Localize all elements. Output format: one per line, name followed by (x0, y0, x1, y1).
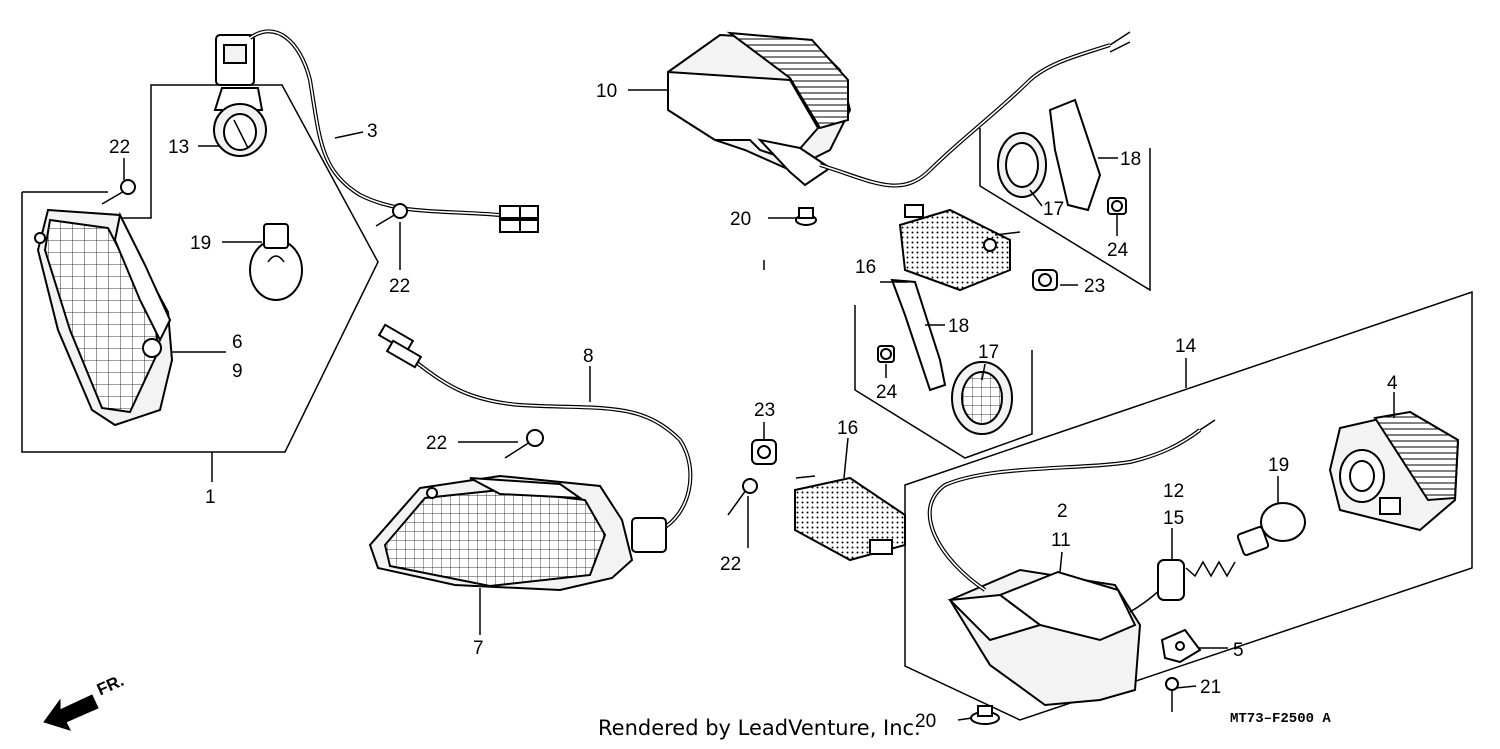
callout-labels: 1 2 3 4 5 6 7 8 9 10 11 12 13 14 15 16 1… (109, 81, 1398, 732)
nut-23-center (751, 439, 777, 465)
callout-12: 12 (1163, 481, 1184, 502)
callout-16-upper: 16 (855, 257, 876, 278)
callout-16-lower: 16 (837, 418, 858, 439)
callout-14: 14 (1175, 336, 1197, 357)
taillight-unit (368, 474, 634, 592)
front-arrow-icon (43, 694, 99, 731)
lens-2-11 (947, 568, 1142, 707)
callout-24-mid: 24 (876, 382, 898, 403)
group-outline-1 (21, 84, 379, 453)
callout-10: 10 (596, 81, 617, 102)
headlight-unit (34, 208, 174, 427)
relay-16-lower (794, 475, 906, 562)
callout-22-mid: 22 (389, 276, 410, 297)
callout-6: 6 (232, 332, 243, 353)
callout-22-taillight: 22 (426, 433, 447, 454)
screw-22-taillight (504, 429, 544, 459)
clip-5 (1160, 628, 1202, 664)
callout-4: 4 (1387, 373, 1398, 394)
callout-23-center: 23 (754, 400, 775, 421)
nut-24-mid (877, 345, 895, 363)
rendered-by-credit: Rendered by LeadVenture, Inc. (598, 716, 921, 740)
callout-20-bottom: 20 (915, 711, 936, 732)
callout-22-center: 22 (720, 554, 741, 575)
callout-9: 9 (232, 361, 243, 382)
screw-22-mid (375, 203, 408, 227)
callout-7: 7 (473, 638, 484, 659)
nut-20-top (795, 207, 817, 226)
callout-20-top: 20 (730, 209, 751, 230)
reflector-17-mid (951, 361, 1013, 435)
screw-21 (1165, 677, 1179, 712)
callout-19-left: 19 (190, 233, 211, 254)
callout-2: 2 (1057, 501, 1068, 522)
leader-lines (123, 89, 1395, 721)
callout-3: 3 (367, 121, 378, 142)
callout-18-mid: 18 (948, 316, 969, 337)
bracket-18-mid (890, 278, 947, 392)
callout-18-upper: 18 (1120, 149, 1141, 170)
callout-17-upper: 17 (1043, 199, 1064, 220)
callout-8: 8 (583, 346, 594, 367)
nut-24-top (1107, 197, 1127, 215)
group-outline-upper (979, 128, 1151, 292)
callout-22-left: 22 (109, 137, 130, 158)
reflector-17-top (997, 98, 1102, 212)
bulb-right (1236, 502, 1306, 556)
callout-19-right: 19 (1268, 455, 1289, 476)
callout-23-upper: 23 (1084, 276, 1105, 297)
housing-4 (1328, 410, 1460, 532)
group-outline-14 (904, 290, 1473, 721)
callout-11: 11 (1051, 530, 1071, 551)
drawing-code: MT73–F2500 A (1230, 711, 1331, 727)
callout-5: 5 (1233, 640, 1244, 661)
group-outline-mid (854, 305, 1033, 459)
nut-23-upper (1032, 269, 1058, 291)
callout-1: 1 (205, 487, 216, 508)
socket-12-15 (1129, 559, 1236, 613)
screw-22-left (101, 179, 136, 205)
nut-20-bottom (970, 705, 1000, 725)
bulb-left (249, 223, 303, 301)
turn-signal-10 (667, 31, 852, 187)
callout-21: 21 (1200, 677, 1221, 698)
screw-22-center (727, 478, 758, 516)
socket-assembly (213, 34, 267, 157)
callout-24-upper: 24 (1107, 240, 1129, 261)
relay-16-upper (898, 204, 1021, 292)
callout-13: 13 (168, 137, 189, 158)
callout-17-mid: 17 (978, 342, 999, 363)
callout-15: 15 (1163, 508, 1184, 529)
